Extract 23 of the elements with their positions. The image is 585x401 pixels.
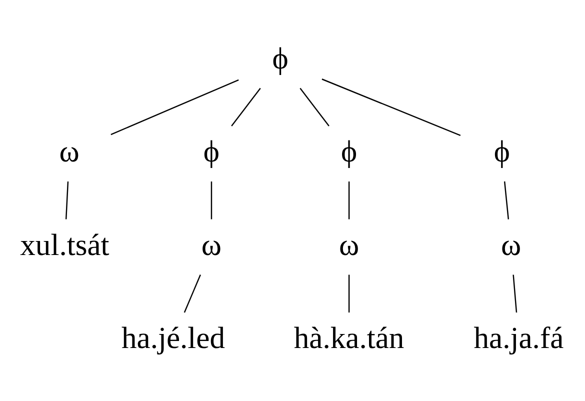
node-text: ω	[501, 228, 522, 262]
connector	[231, 88, 261, 126]
node-text: ϕ	[341, 134, 358, 169]
connector	[184, 274, 201, 313]
node-text: ω	[201, 228, 222, 262]
node-text: ha.jé.led	[122, 321, 226, 356]
connector	[504, 181, 510, 220]
connector	[65, 181, 69, 220]
connector	[348, 274, 350, 312]
connector	[348, 182, 350, 220]
connector	[110, 79, 239, 136]
connector	[322, 78, 461, 136]
node-text: ϕ	[272, 41, 288, 76]
node-text: ω	[59, 134, 80, 169]
connector	[512, 274, 518, 313]
connector	[300, 88, 330, 126]
node-text: ha.ja.fá	[474, 321, 564, 356]
node-text: xul.tsát	[20, 228, 110, 262]
node-text: ω	[338, 228, 360, 262]
node-text: ϕ	[203, 134, 220, 169]
connector	[210, 182, 212, 220]
node-text: hà.ka.tán	[294, 321, 404, 356]
node-text: ϕ	[494, 134, 510, 169]
